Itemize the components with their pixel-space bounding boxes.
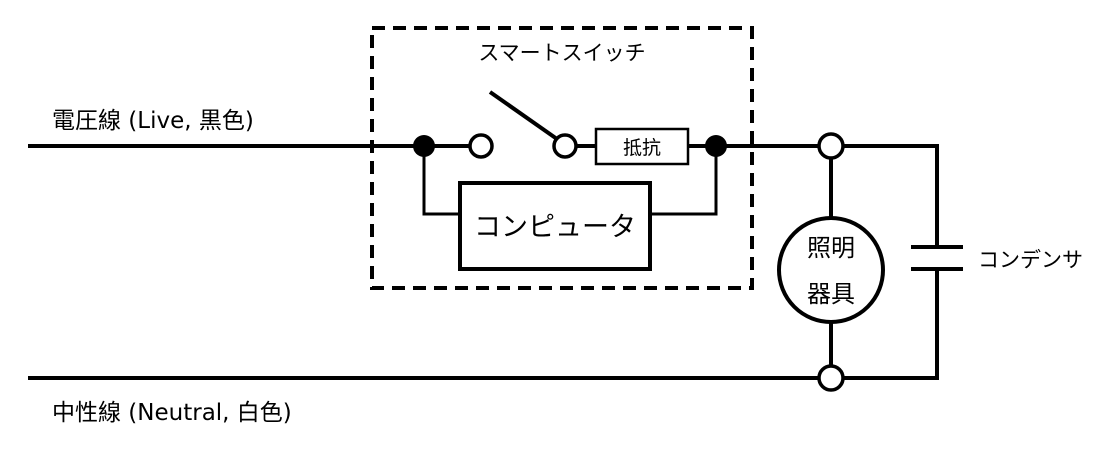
live-wire-label: 電圧線 (Live, 黒色)	[52, 108, 254, 134]
resistor-label: 抵抗	[623, 137, 661, 159]
computer-output-wire	[650, 146, 718, 216]
computer-box	[458, 181, 652, 271]
lamp-top-terminal	[817, 132, 845, 160]
smart-switch-label: スマートスイッチ	[478, 41, 645, 65]
lamp-label-line1: 照明	[807, 234, 855, 262]
capacitor-label: コンデンサ	[978, 248, 1083, 272]
computer-input-wire	[422, 146, 460, 216]
computer-label: コンピュータ	[474, 212, 636, 243]
resistor	[594, 127, 690, 166]
switch-input-terminal	[468, 133, 494, 159]
neutral-wire-label: 中性線 (Neutral, 白色)	[52, 400, 292, 426]
lamp-bottom-terminal	[817, 364, 845, 392]
lamp-label-line2: 器具	[807, 280, 855, 308]
smart-switch-enclosure	[370, 26, 754, 290]
switch-output-terminal	[552, 133, 578, 159]
switch-blade	[488, 90, 559, 141]
